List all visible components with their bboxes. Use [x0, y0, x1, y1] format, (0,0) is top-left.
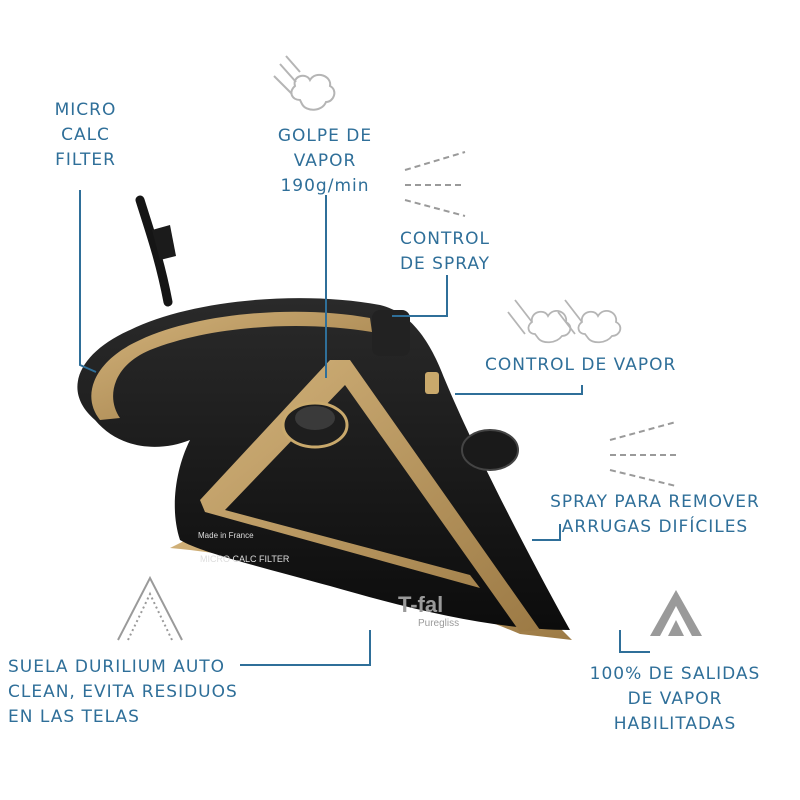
leader-lines	[79, 190, 650, 666]
front-control	[461, 429, 519, 471]
power-cord	[135, 195, 176, 307]
iron-shell	[77, 298, 571, 630]
spray-lines-icon-2	[609, 421, 677, 487]
label-suela-durilium: SUELA DURILIUM AUTO CLEAN, EVITA RESIDUO…	[8, 657, 238, 727]
steam-outlet-icon	[650, 590, 702, 636]
spray-button	[372, 310, 410, 356]
label-spray-para-remover: SPRAY PARA REMOVER ARRUGAS DIFÍCILES	[550, 492, 760, 537]
soleplate-icon	[117, 575, 183, 641]
label-micro-calc-filter: MICRO CALC FILTER	[54, 100, 117, 170]
brand-logo: T-fal	[398, 592, 443, 617]
spray-lines-icon	[404, 151, 466, 217]
vapor-knob	[425, 372, 439, 394]
label-salidas-de-vapor: 100% DE SALIDAS DE VAPOR HABILITADAS	[589, 664, 761, 734]
label-control-de-vapor: CONTROL DE VAPOR	[485, 355, 677, 375]
model-name: Puregliss	[418, 618, 459, 629]
label-golpe-de-vapor: GOLPE DE VAPOR 190g/min	[277, 126, 373, 196]
steam-burst-icon	[273, 55, 336, 111]
label-control-de-spray: CONTROL DE SPRAY	[399, 229, 491, 274]
iron	[77, 298, 572, 640]
filter-marking: MICRO CALC FILTER	[200, 554, 290, 564]
handle-stripe	[91, 311, 372, 420]
steam-clouds-icon	[507, 299, 622, 344]
made-in-text: Made in France	[198, 531, 254, 540]
